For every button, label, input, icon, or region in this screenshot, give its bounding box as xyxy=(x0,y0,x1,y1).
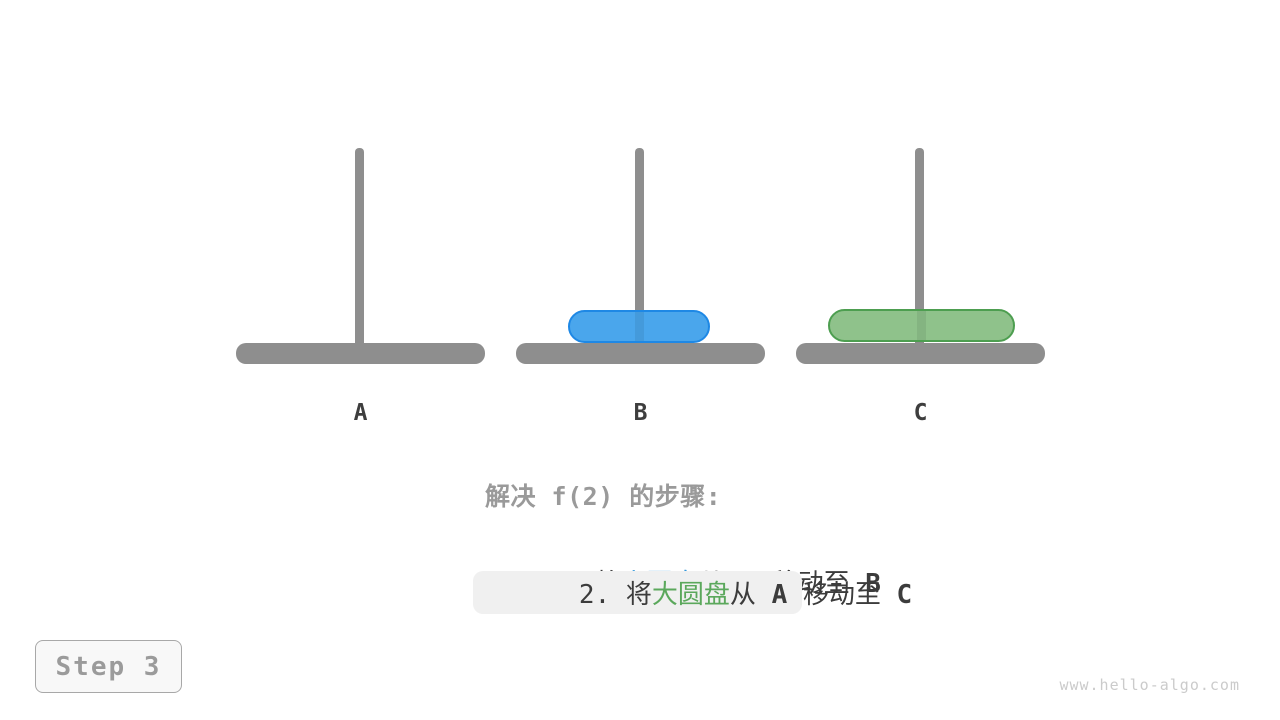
peg-c-rod xyxy=(915,148,924,353)
peg-a-rod xyxy=(355,148,364,353)
caption-title: 解决 f(2) 的步骤: xyxy=(485,482,722,511)
peg-b-base xyxy=(516,343,765,364)
peg-a-label: A xyxy=(353,400,368,426)
step-2-disk-name: 大圆盘 xyxy=(651,580,730,610)
step-badge: Step 3 xyxy=(35,640,182,693)
step-2-mid: 从 xyxy=(729,580,772,610)
step-2-highlight: 2. 将大圆盘从 A 移动至 C xyxy=(473,571,912,614)
peg-a-base xyxy=(236,343,485,364)
peg-c-base xyxy=(796,343,1045,364)
peg-b-label: B xyxy=(633,400,648,426)
step-1-to-peg: B xyxy=(865,569,881,599)
step-2-from-peg: A xyxy=(771,580,788,610)
watermark: www.hello-algo.com xyxy=(1059,676,1240,694)
peg-c-label: C xyxy=(913,400,928,426)
step-2-prefix: 2. 将 xyxy=(578,580,652,610)
peg-b-rod xyxy=(635,148,644,353)
large-disk xyxy=(828,309,1015,342)
step-line-2: 2. 将大圆盘从 A 移动至 C xyxy=(473,544,912,641)
step-2-move-text: 移动至 xyxy=(787,580,897,610)
small-disk xyxy=(568,310,710,343)
step-2-to-peg: C xyxy=(896,580,913,610)
